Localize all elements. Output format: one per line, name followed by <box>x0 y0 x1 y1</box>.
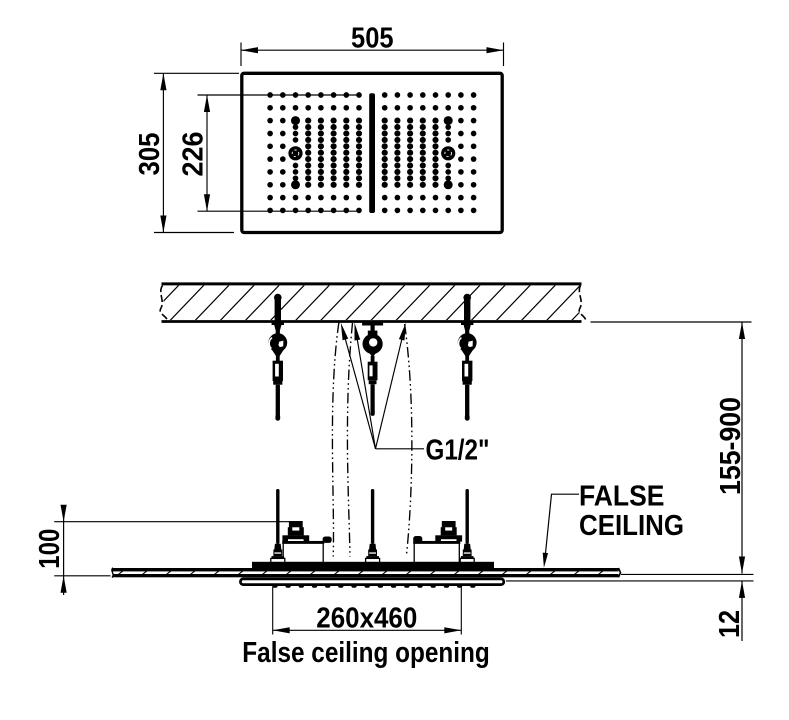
svg-text:155-900: 155-900 <box>715 397 747 495</box>
svg-text:505: 505 <box>351 23 394 55</box>
svg-text:12: 12 <box>714 610 746 638</box>
svg-text:260x460: 260x460 <box>316 602 417 634</box>
svg-text:305: 305 <box>134 133 166 176</box>
svg-text:G1/2": G1/2" <box>426 435 490 467</box>
svg-text:226: 226 <box>177 132 209 177</box>
svg-text:CEILING: CEILING <box>579 510 684 542</box>
svg-text:100: 100 <box>34 529 66 569</box>
svg-text:FALSE: FALSE <box>579 481 665 513</box>
svg-text:False ceiling opening: False ceiling opening <box>242 637 489 669</box>
